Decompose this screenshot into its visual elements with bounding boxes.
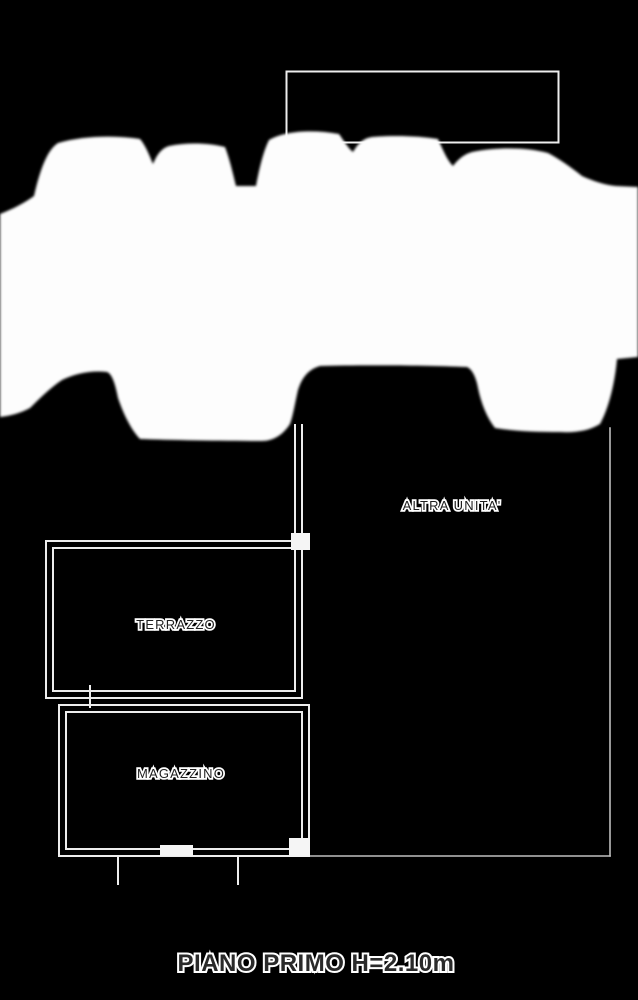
terrazzo-inner-wall bbox=[52, 547, 296, 692]
room-label-terrazzo: TERRAZZO bbox=[136, 617, 216, 632]
room-label-magazzino: MAGAZZINO bbox=[137, 766, 225, 781]
room-magazzino: MAGAZZINO bbox=[58, 704, 310, 857]
scan-paper-blob bbox=[0, 131, 638, 442]
terrazzo-corner-pillar bbox=[291, 533, 310, 550]
dimension-ticks bbox=[117, 857, 239, 885]
plan-caption: PIANO PRIMO H=2.10m bbox=[178, 950, 455, 977]
magazzino-corner-pillar bbox=[289, 838, 310, 857]
room-label-altra-unita: ALTRA UNITA' bbox=[403, 498, 502, 513]
terrazzo-outer-wall bbox=[45, 540, 303, 699]
room-terrazzo: TERRAZZO bbox=[45, 533, 310, 708]
dividing-wall bbox=[294, 424, 303, 543]
magazzino-door-marker bbox=[160, 845, 193, 856]
room-altra-unita: ALTRA UNITA' bbox=[308, 427, 611, 857]
